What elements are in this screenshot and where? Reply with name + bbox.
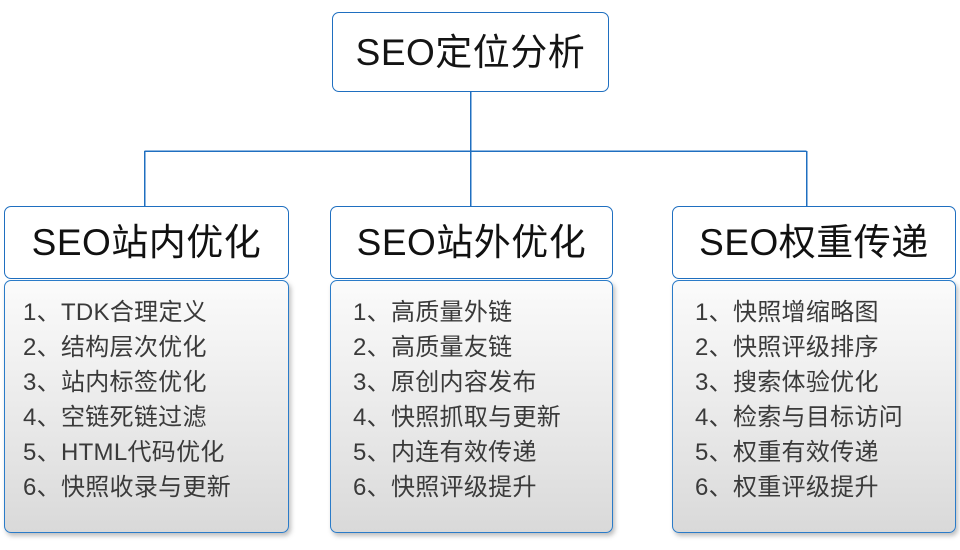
branch-column-3: SEO权重传递 1、快照增缩略图 2、快照评级排序 3、搜索体验优化 4、检索与… xyxy=(672,206,956,533)
branch-list-3: 1、快照增缩略图 2、快照评级排序 3、搜索体验优化 4、检索与目标访问 5、权… xyxy=(672,280,956,533)
root-node[interactable]: SEO定位分析 xyxy=(332,12,609,92)
list-item: 1、快照增缩略图 xyxy=(695,299,879,326)
list-item: 6、快照收录与更新 xyxy=(23,474,232,501)
branch-header-label-3: SEO权重传递 xyxy=(699,222,929,263)
branch-column-1: SEO站内优化 1、TDK合理定义 2、结构层次优化 3、站内标签优化 4、空链… xyxy=(4,206,289,533)
list-item: 4、空链死链过滤 xyxy=(23,404,207,431)
branch-list-2: 1、高质量外链 2、高质量友链 3、原创内容发布 4、快照抓取与更新 5、内连有… xyxy=(330,280,613,533)
list-item: 4、快照抓取与更新 xyxy=(353,404,562,431)
list-item: 5、HTML代码优化 xyxy=(23,439,225,466)
root-node-label: SEO定位分析 xyxy=(355,31,586,73)
list-item: 1、高质量外链 xyxy=(353,299,513,326)
list-item: 2、结构层次优化 xyxy=(23,334,207,361)
list-item: 2、高质量友链 xyxy=(353,334,513,361)
list-item: 6、快照评级提升 xyxy=(353,474,537,501)
branch-header-label-2: SEO站外优化 xyxy=(356,222,587,263)
branch-column-2: SEO站外优化 1、高质量外链 2、高质量友链 3、原创内容发布 4、快照抓取与… xyxy=(330,206,613,533)
branch-list-1: 1、TDK合理定义 2、结构层次优化 3、站内标签优化 4、空链死链过滤 5、H… xyxy=(4,280,289,533)
list-item: 2、快照评级排序 xyxy=(695,334,879,361)
list-item: 1、TDK合理定义 xyxy=(23,299,208,326)
list-item: 5、内连有效传递 xyxy=(353,439,537,466)
list-item: 6、权重评级提升 xyxy=(695,474,879,501)
branch-header-label-1: SEO站内优化 xyxy=(31,222,262,263)
list-item: 3、原创内容发布 xyxy=(353,369,537,396)
branch-header-2[interactable]: SEO站外优化 xyxy=(330,206,613,279)
branch-header-3[interactable]: SEO权重传递 xyxy=(672,206,956,279)
branch-header-1[interactable]: SEO站内优化 xyxy=(4,206,289,279)
list-item: 3、站内标签优化 xyxy=(23,369,207,396)
list-item: 3、搜索体验优化 xyxy=(695,369,879,396)
list-item: 5、权重有效传递 xyxy=(695,439,879,466)
list-item: 4、检索与目标访问 xyxy=(695,404,904,431)
